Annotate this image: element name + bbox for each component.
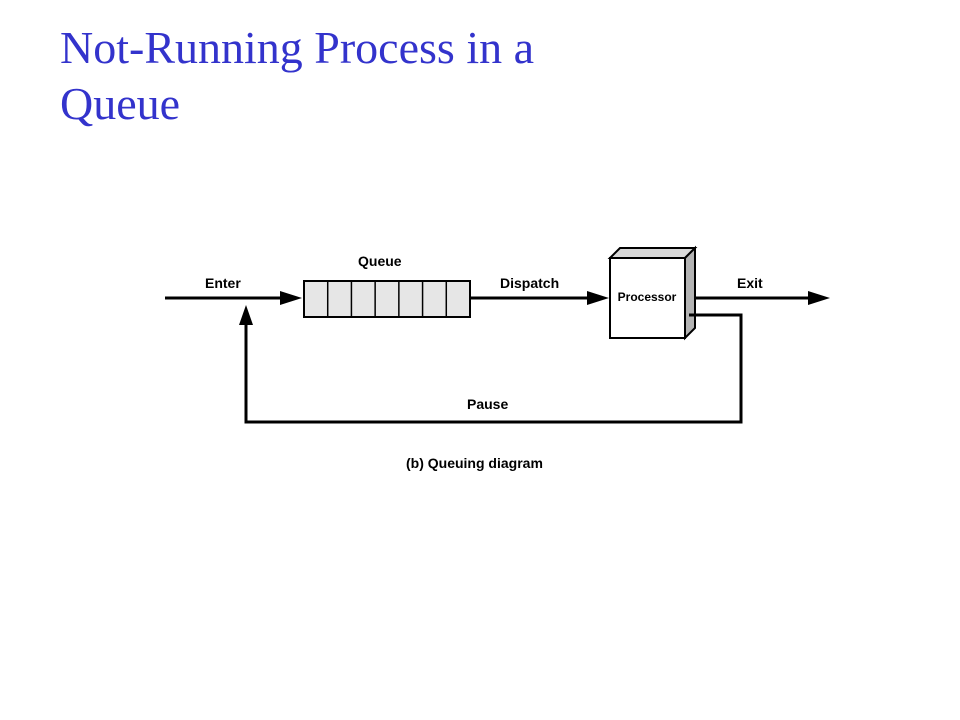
enter-label: Enter <box>205 275 241 291</box>
dispatch-label: Dispatch <box>500 275 559 291</box>
slide-title: Not-Running Process in a Queue <box>60 20 920 132</box>
dispatch-arrowhead <box>587 291 609 305</box>
processor-side-face <box>684 245 696 341</box>
pause-label: Pause <box>467 396 508 412</box>
pause-arrowhead <box>239 305 253 325</box>
queue-box <box>303 280 471 318</box>
pause-loop-line <box>244 313 743 424</box>
slide-title-line-2: Queue <box>60 78 181 129</box>
processor-label: Processor <box>618 290 677 304</box>
slide-title-line-1: Not-Running Process in a <box>60 22 535 73</box>
exit-label: Exit <box>737 275 763 291</box>
processor-front-face <box>609 257 686 339</box>
processor-top-face <box>607 247 698 259</box>
exit-arrowhead <box>808 291 830 305</box>
queue-slot-dividers <box>326 281 448 317</box>
diagram-caption: (b) Queuing diagram <box>406 455 543 471</box>
queue-label: Queue <box>358 253 402 269</box>
enter-arrowhead <box>280 291 302 305</box>
